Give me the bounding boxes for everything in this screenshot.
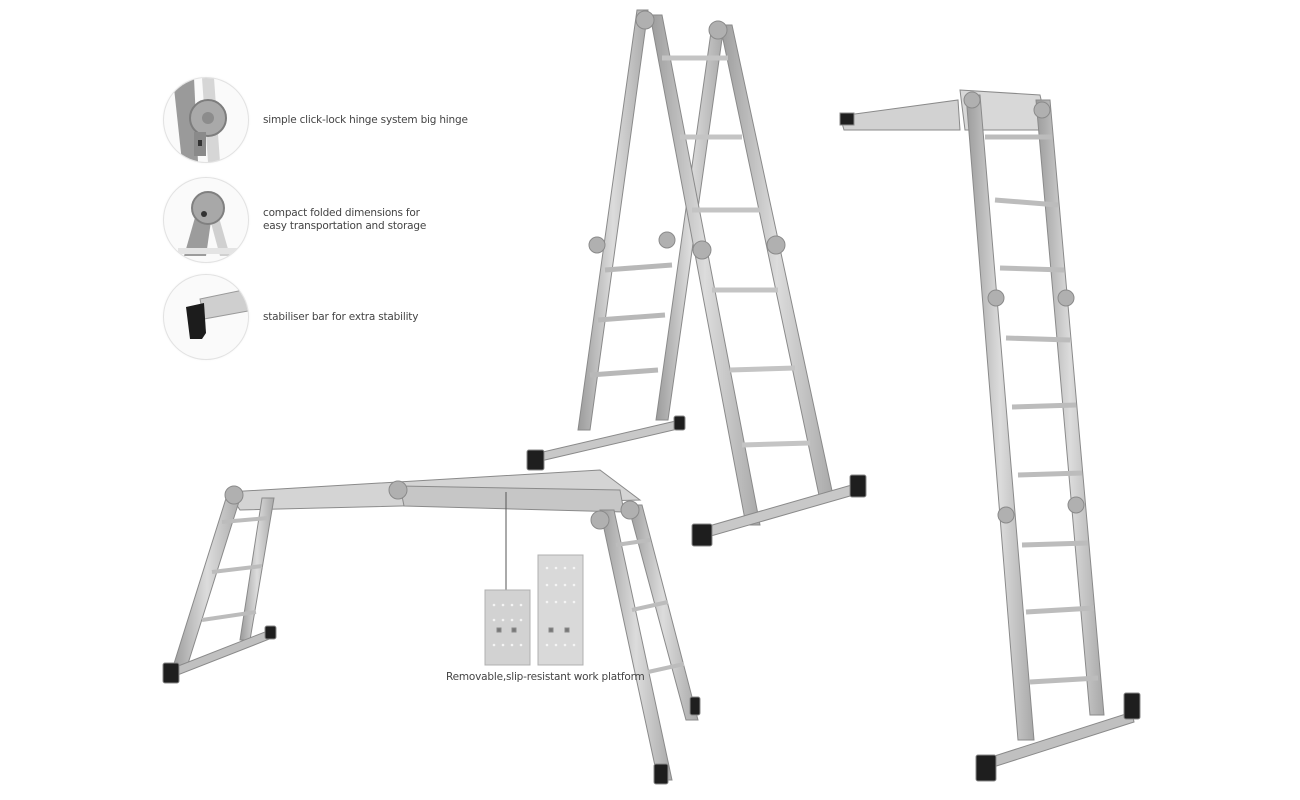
- feature-folded-text: compact folded dimensions for easy trans…: [263, 207, 427, 232]
- feature-stabiliser-text: stabiliser bar for extra stability: [263, 310, 419, 323]
- stabiliser-foot-icon: [163, 274, 249, 360]
- scaffold-ladder: [162, 469, 701, 785]
- platform-caption: Removable,slip-resistant work platform: [446, 671, 645, 683]
- folded-hinge-icon: [163, 177, 249, 263]
- hinge-closeup-icon: [163, 77, 249, 163]
- feature-folded: compact folded dimensions for easy trans…: [163, 177, 426, 263]
- feature-hinge-text: simple click-lock hinge system big hinge: [263, 113, 468, 126]
- straight-ladder-with-platform: [839, 89, 1141, 782]
- feature-hinge: simple click-lock hinge system big hinge: [163, 77, 468, 163]
- feature-stabiliser: stabiliser bar for extra stability: [163, 274, 418, 360]
- a-frame-ladder: [526, 9, 867, 547]
